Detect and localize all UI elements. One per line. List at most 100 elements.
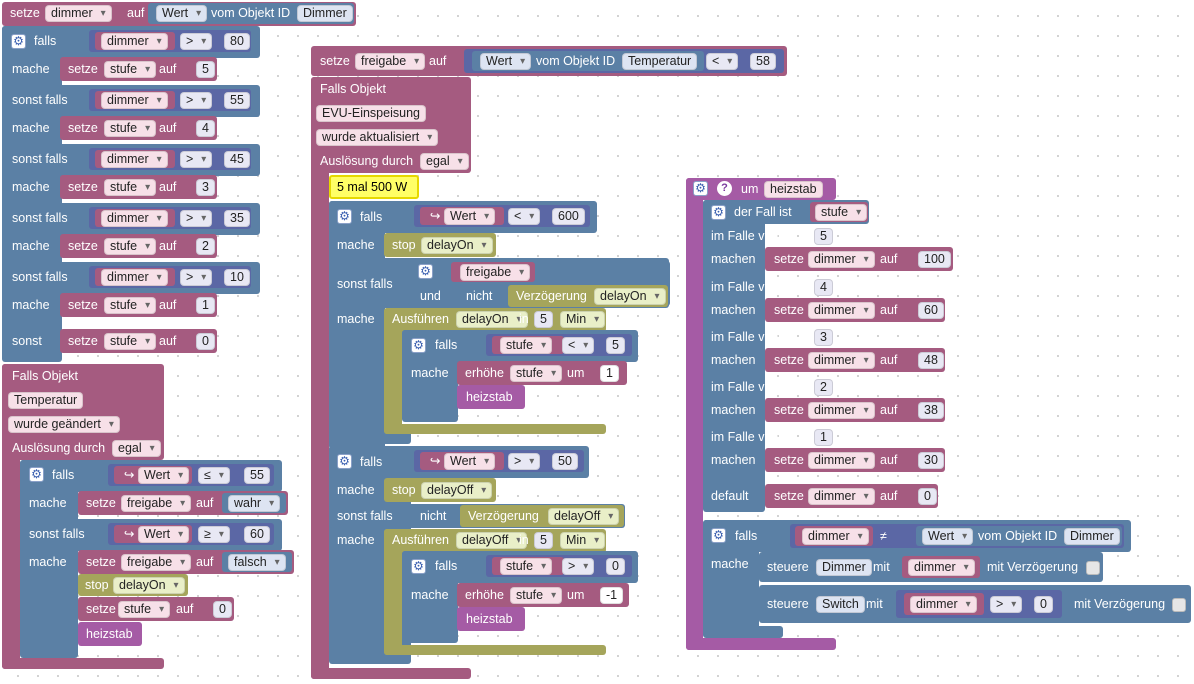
gear-icon[interactable]: ⚙ <box>11 34 26 49</box>
gear-icon[interactable]: ⚙ <box>337 454 352 469</box>
field[interactable]: delayOff <box>456 532 528 549</box>
field[interactable]: falsch <box>228 554 286 571</box>
field[interactable]: > <box>508 453 541 470</box>
gear-icon[interactable]: ⚙ <box>337 209 352 224</box>
gear-icon[interactable]: ⚙ <box>418 264 433 279</box>
field[interactable]: dimmer <box>910 596 977 613</box>
field[interactable]: dimmer <box>808 488 875 505</box>
field[interactable]: 1 <box>600 365 619 382</box>
field[interactable]: stufe <box>104 333 157 350</box>
field[interactable]: 3 <box>196 179 215 196</box>
field[interactable]: stufe <box>500 558 553 575</box>
field[interactable]: 100 <box>918 251 951 268</box>
field[interactable]: Dimmer <box>816 559 872 576</box>
field[interactable]: Dimmer <box>1064 528 1120 545</box>
field[interactable]: freigabe <box>355 53 426 70</box>
field[interactable]: Wert <box>138 467 190 484</box>
field[interactable]: 58 <box>750 53 776 70</box>
field[interactable]: 2 <box>196 238 215 255</box>
field[interactable]: dimmer <box>808 402 875 419</box>
field[interactable]: stufe <box>118 601 171 618</box>
field[interactable]: stufe <box>104 120 157 137</box>
field[interactable]: stufe <box>104 179 157 196</box>
field[interactable]: 5 <box>814 228 833 245</box>
trigger-dropdown[interactable]: wurde geändert <box>8 416 120 433</box>
delay-checkbox[interactable] <box>1086 561 1100 575</box>
call-heizstab-block[interactable] <box>78 622 142 646</box>
field[interactable]: 48 <box>918 352 944 369</box>
field[interactable]: stufe <box>104 238 157 255</box>
field[interactable]: < <box>706 53 739 70</box>
field[interactable]: dimmer <box>808 452 875 469</box>
if-temperatur-block[interactable] <box>20 460 78 658</box>
field[interactable]: Wert <box>480 53 532 70</box>
field[interactable]: > <box>990 596 1023 613</box>
field[interactable]: delayOn <box>594 288 666 305</box>
function-name-field[interactable]: heizstab <box>764 181 823 198</box>
field[interactable]: 35 <box>224 210 250 227</box>
comment-block[interactable] <box>329 175 419 199</box>
call-heizstab-block[interactable] <box>457 607 525 631</box>
field[interactable]: -1 <box>600 587 624 604</box>
field[interactable]: Wert <box>444 453 496 470</box>
field[interactable]: < <box>562 337 595 354</box>
field[interactable]: 0 <box>918 488 937 505</box>
field[interactable]: freigabe <box>460 264 531 281</box>
field[interactable]: egal <box>112 440 161 457</box>
object-id-temperatur[interactable]: Temperatur <box>622 53 698 70</box>
trigger-dropdown[interactable]: wurde aktualisiert <box>316 129 439 146</box>
field[interactable]: > <box>180 151 213 168</box>
field[interactable]: 5 <box>534 532 553 549</box>
field[interactable]: 38 <box>918 402 944 419</box>
field[interactable]: dimmer <box>802 528 869 545</box>
gear-icon[interactable]: ⚙ <box>711 528 726 543</box>
field[interactable]: 5 <box>534 311 553 328</box>
field[interactable]: 0 <box>213 601 232 618</box>
call-heizstab-block[interactable] <box>457 385 525 409</box>
field[interactable]: dimmer <box>808 352 875 369</box>
gear-icon[interactable]: ⚙ <box>29 467 44 482</box>
field[interactable]: Wert <box>922 528 974 545</box>
field[interactable]: > <box>180 210 213 227</box>
field[interactable]: ≤ <box>198 467 230 484</box>
field[interactable]: stufe <box>815 204 868 221</box>
field[interactable]: 80 <box>224 33 250 50</box>
object-temperatur[interactable]: Temperatur <box>8 392 84 409</box>
field[interactable]: 5 <box>196 61 215 78</box>
field[interactable]: 2 <box>814 379 833 396</box>
field[interactable]: delayOn <box>421 237 493 254</box>
field[interactable]: 600 <box>552 208 585 225</box>
field[interactable]: < <box>508 208 541 225</box>
field[interactable]: freigabe <box>121 554 192 571</box>
field[interactable]: 0 <box>196 333 215 350</box>
field[interactable]: Min <box>560 311 606 328</box>
gear-icon[interactable]: ⚙ <box>693 181 708 196</box>
field[interactable]: 5 <box>606 337 625 354</box>
field[interactable]: > <box>180 33 213 50</box>
field[interactable]: 60 <box>918 302 944 319</box>
field[interactable]: stufe <box>510 365 563 382</box>
field[interactable]: 1 <box>196 297 215 314</box>
field[interactable]: freigabe <box>121 495 192 512</box>
field[interactable]: 45 <box>224 151 250 168</box>
var-dimmer-dropdown[interactable]: dimmer <box>45 5 112 22</box>
gear-icon[interactable]: ⚙ <box>711 205 726 220</box>
field[interactable]: > <box>562 558 595 575</box>
field[interactable]: Wert <box>138 526 190 543</box>
field[interactable]: > <box>180 92 213 109</box>
field[interactable]: Min <box>560 532 606 549</box>
field[interactable]: 4 <box>196 120 215 137</box>
field[interactable]: 4 <box>814 279 833 296</box>
field[interactable]: stufe <box>104 297 157 314</box>
field[interactable]: 0 <box>606 558 625 575</box>
field[interactable]: dimmer <box>101 33 168 50</box>
if-chain-block[interactable] <box>2 26 62 362</box>
field[interactable]: > <box>180 269 213 286</box>
field[interactable]: dimmer <box>908 559 975 576</box>
field[interactable]: dimmer <box>101 151 168 168</box>
field[interactable]: dimmer <box>808 302 875 319</box>
field[interactable]: 50 <box>552 453 578 470</box>
object-id-dimmer[interactable]: Dimmer <box>297 5 353 22</box>
field[interactable]: stufe <box>104 61 157 78</box>
switch-case-block[interactable] <box>703 200 765 512</box>
